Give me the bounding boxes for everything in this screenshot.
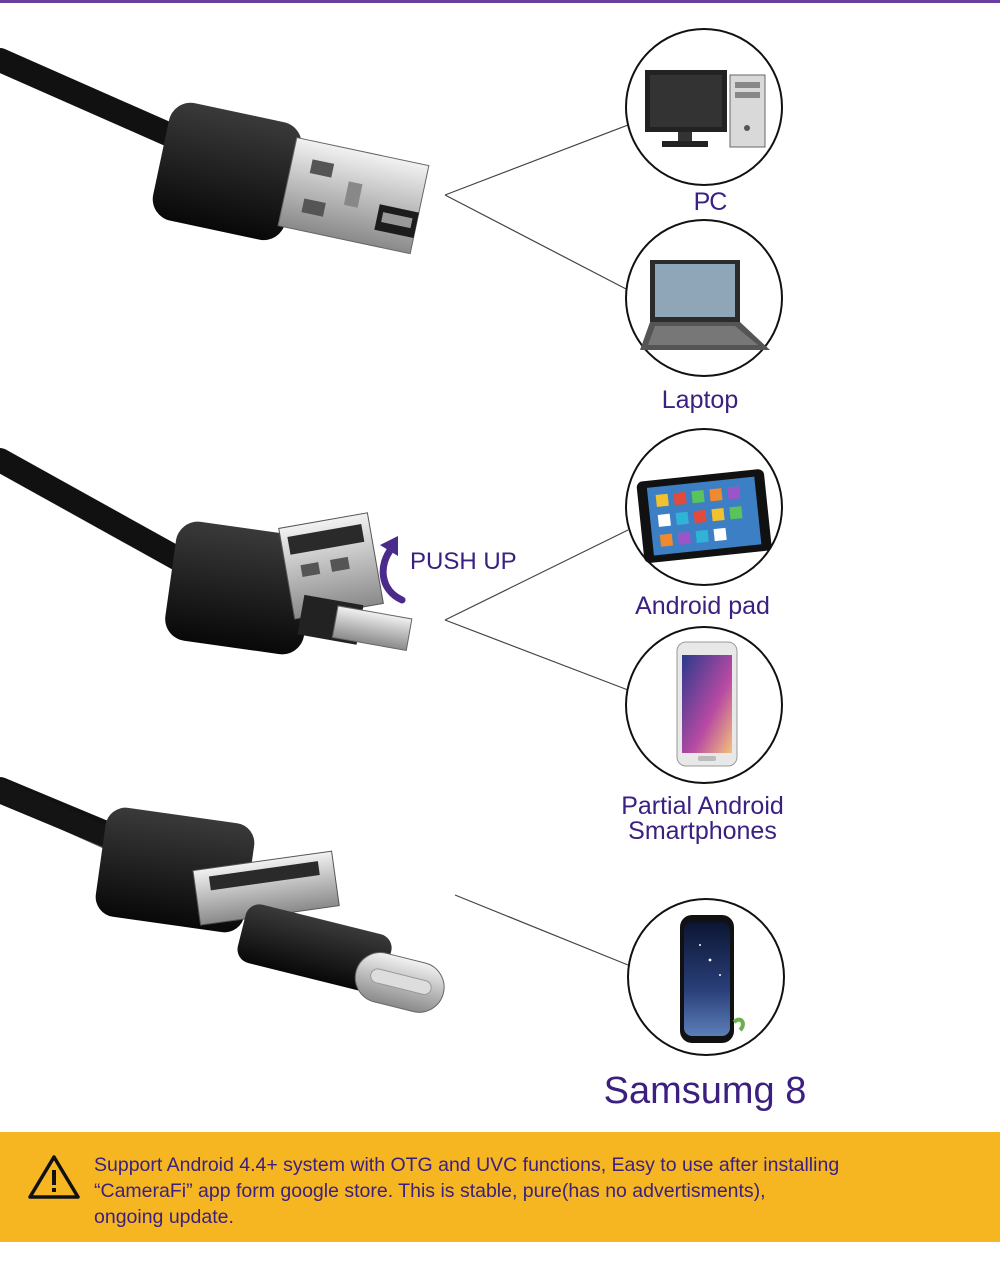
notice-banner: Support Android 4.4+ system with OTG and…	[0, 1132, 1000, 1242]
label-partial-android-line2: Smartphones	[628, 817, 777, 845]
pc-icon	[625, 28, 783, 186]
product-illustration	[0, 28, 785, 1056]
laptop-icon	[625, 219, 783, 377]
notice-line-2: “CameraFi” app form google store. This i…	[94, 1180, 766, 1202]
otg-flip-connector	[0, 448, 413, 655]
notice-text: Support Android 4.4+ system with OTG and…	[94, 1152, 974, 1230]
samsung-phone-icon	[627, 898, 785, 1056]
label-samsung: Samsumg 8	[603, 1070, 807, 1112]
usb-a-connector	[0, 48, 430, 255]
label-android-pad: Android pad	[635, 592, 770, 620]
smartphone-icon	[625, 626, 783, 784]
warning-icon	[28, 1155, 80, 1199]
label-partial-android: Partial Android Smartphones	[590, 794, 815, 844]
top-border	[0, 0, 1000, 3]
label-partial-android-line1: Partial Android	[621, 792, 784, 820]
push-up-label: PUSH UP	[410, 548, 517, 575]
push-up-arrow-icon	[379, 544, 406, 604]
tablet-icon	[625, 428, 783, 586]
notice-line-3: ongoing update.	[94, 1206, 234, 1228]
label-laptop: Laptop	[661, 386, 739, 414]
usb-type-c-connector	[0, 777, 445, 1013]
notice-line-1: Support Android 4.4+ system with OTG and…	[94, 1154, 840, 1176]
label-pc: PC	[693, 188, 728, 216]
pointer-lines	[444, 124, 629, 966]
